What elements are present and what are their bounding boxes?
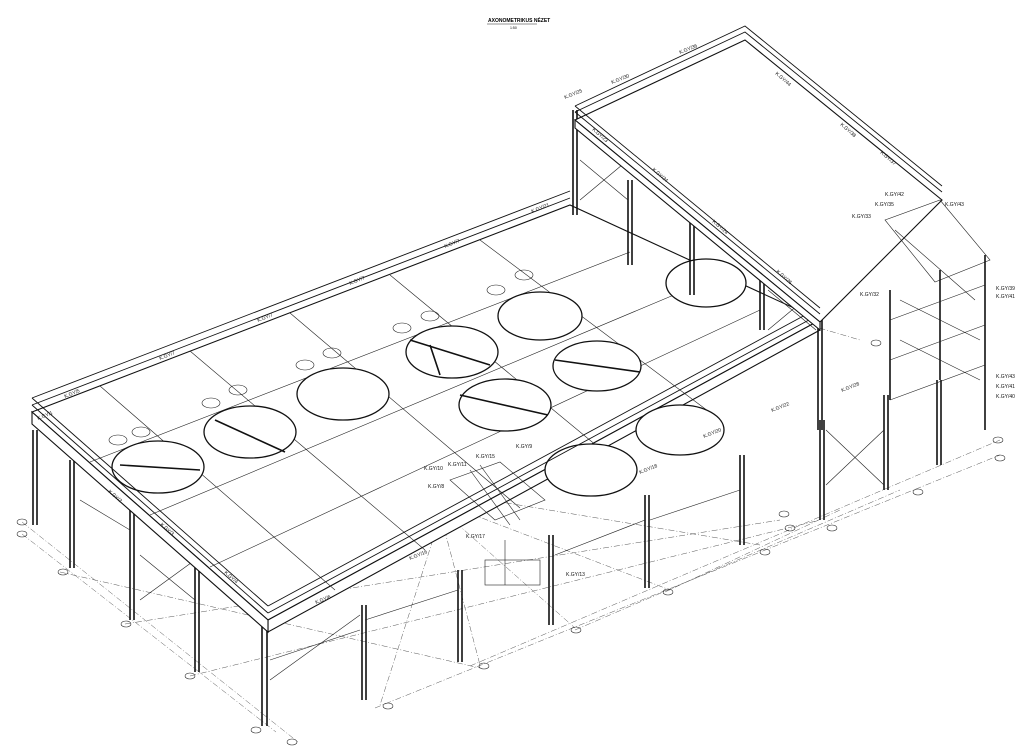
upper-railing-front-2 [574, 111, 821, 315]
label-kgy-30: K.GY/30 [611, 73, 631, 86]
label-kgy-7c: K.GY/7 [349, 275, 366, 287]
main-deck-edge-left [31, 410, 269, 634]
drawing-scale: 1:50 [510, 26, 517, 30]
label-kgy-42: K.GY/42 [885, 192, 904, 198]
label-kgy-15: K.GY/15 [476, 454, 495, 460]
label-kgy-11: K.GY/11 [448, 462, 467, 468]
upper-railing-back-2 [574, 31, 943, 193]
label-kgy-33: K.GY/33 [852, 214, 871, 220]
label-kgy-41a: K.GY/41 [996, 294, 1015, 300]
label-kgy-43a: K.GY/43 [945, 202, 964, 208]
central-stair [449, 461, 546, 586]
label-kgy-9: K.GY/9 [516, 444, 532, 450]
upper-railing-back [574, 25, 943, 187]
label-kgy-39: K.GY/39 [996, 286, 1015, 292]
label-kgy-5: K.GY/5 [64, 388, 81, 400]
circular-openings [111, 258, 747, 497]
label-kgy-25: K.GY/25 [564, 88, 584, 101]
stair-tower [884, 199, 991, 430]
label-kgy-10: K.GY/10 [424, 466, 443, 472]
label-kgy-7a: K.GY/7 [159, 350, 176, 362]
grid-bubbles [16, 236, 1006, 746]
drawing-title: AXONOMETRIKUS NÉZET [488, 16, 550, 24]
label-kgy-6: K.GY/6 [315, 594, 332, 606]
main-deck-railing [31, 190, 821, 614]
label-kgy-36: K.GY/36 [679, 43, 699, 56]
upper-deck-edge [574, 118, 821, 332]
label-kgy-28: K.GY/28 [841, 381, 861, 394]
label-kgy-35: K.GY/35 [875, 202, 894, 208]
label-kgy-43b: K.GY/43 [996, 374, 1015, 380]
label-kgy-32: K.GY/32 [860, 292, 879, 298]
label-kgy-22: K.GY/22 [771, 401, 791, 414]
label-kgy-1: K.GY/1 [37, 410, 54, 422]
support-columns [32, 380, 942, 726]
label-kgy-41b: K.GY/41 [996, 384, 1015, 390]
upper-railing-front [574, 105, 821, 309]
small-fans [108, 269, 534, 446]
label-kgy-7b: K.GY/7 [257, 312, 274, 324]
label-kgy-18: K.GY/18 [639, 463, 659, 476]
label-kgy-21: K.GY/21 [531, 202, 551, 215]
label-kgy-40: K.GY/40 [996, 394, 1015, 400]
label-kgy-13: K.GY/13 [566, 572, 585, 578]
label-kgy-17: K.GY/17 [466, 534, 485, 540]
label-kgy-8: K.GY/8 [428, 484, 444, 490]
cross-bracing [79, 429, 885, 681]
label-kgy-7d: K.GY/7 [444, 238, 461, 250]
